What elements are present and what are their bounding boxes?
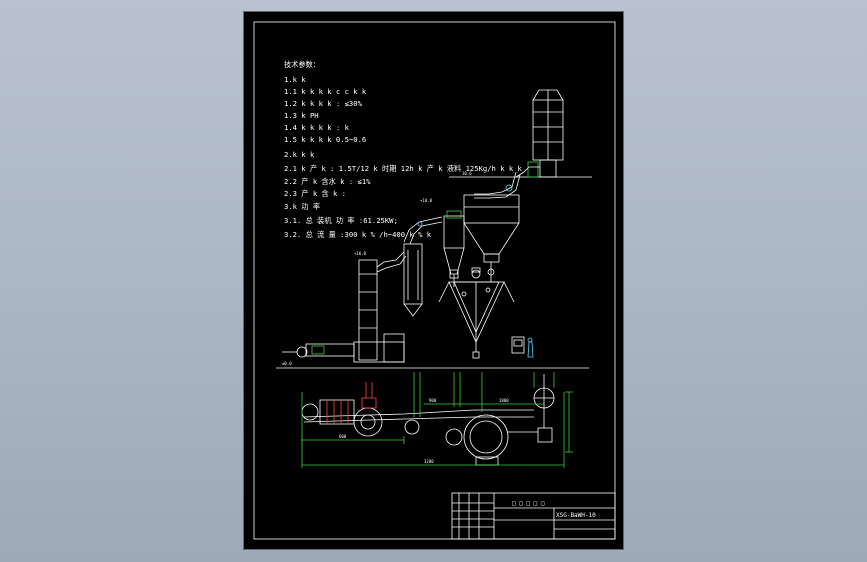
level-mark: 10.6 [462,171,472,176]
drying-chamber [438,267,515,359]
control-cabinet [511,336,534,358]
note-line: 2.k k k [284,150,315,159]
note-line: 2.2 产 k 含水 k : ≤1% [284,177,371,186]
note-line: 3.2. 总 流 量 :300 k % /h~400 k % k [284,230,432,239]
level-mark: +10.0 [420,198,433,203]
scrubber-tower [515,89,564,178]
note-line: 1.3 k PH [284,111,319,120]
title-block: □ □ □ □ □ XSG-BaWH-10 [451,492,616,540]
plan-view: 600 3200 900 1800 [301,372,573,468]
dimension-text: 600 [339,434,347,439]
dimension-lines: 600 3200 900 1800 [301,391,573,468]
technical-notes: 技术参数： 1.k k 1.1 k k k k c c k k 1.2 k k … [284,60,523,239]
dimension-text: 3200 [424,459,434,464]
elevation-view: 10.6 +10.0 +16.0 ±0.0 [276,89,592,369]
bag-filter [463,194,520,282]
hot-air-duct [403,216,443,317]
drawing-number: XSG-BaWH-10 [556,512,596,519]
plan-heater-unit [301,382,383,437]
dimension-text: 900 [429,398,437,403]
drawing-sheet: 技术参数： 1.k k 1.1 k k k k c c k k 1.2 k k … [244,12,623,549]
note-line: 1.5 k k k k 0.5~0.6 [284,135,366,144]
notes-title: 技术参数： [284,60,320,69]
note-line: 2.3 产 k 含 k : [284,189,346,198]
note-line: 3.1. 总 装机 功 率 :61.25KW; [284,216,398,225]
heater-stack [282,251,407,363]
note-line: 2.1 k 产 k : 1.5T/12 k 时期 12h k 产 k 液料 12… [284,164,523,173]
sheet-border [253,21,616,540]
note-line: 1.k k [284,75,306,84]
cyclone-separator [443,210,465,287]
title-block-header: □ □ □ □ □ [512,500,545,507]
exhaust-duct [474,171,517,195]
note-line: 1.2 k k k k : ≤30% [284,99,363,108]
level-mark: ±0.0 [282,361,292,366]
cad-drawing: 技术参数： 1.k k 1.1 k k k k c c k k 1.2 k k … [253,21,616,540]
note-line: 1.1 k k k k c c k k [284,87,367,96]
note-line: 3.k 功 率 [284,202,320,211]
note-line: 1.4 k k k k : k [284,123,350,132]
level-mark: +16.0 [354,251,367,256]
dimension-text: 1800 [499,398,509,403]
plan-exhaust-duct [533,374,555,428]
plan-drying-chamber [404,414,553,466]
